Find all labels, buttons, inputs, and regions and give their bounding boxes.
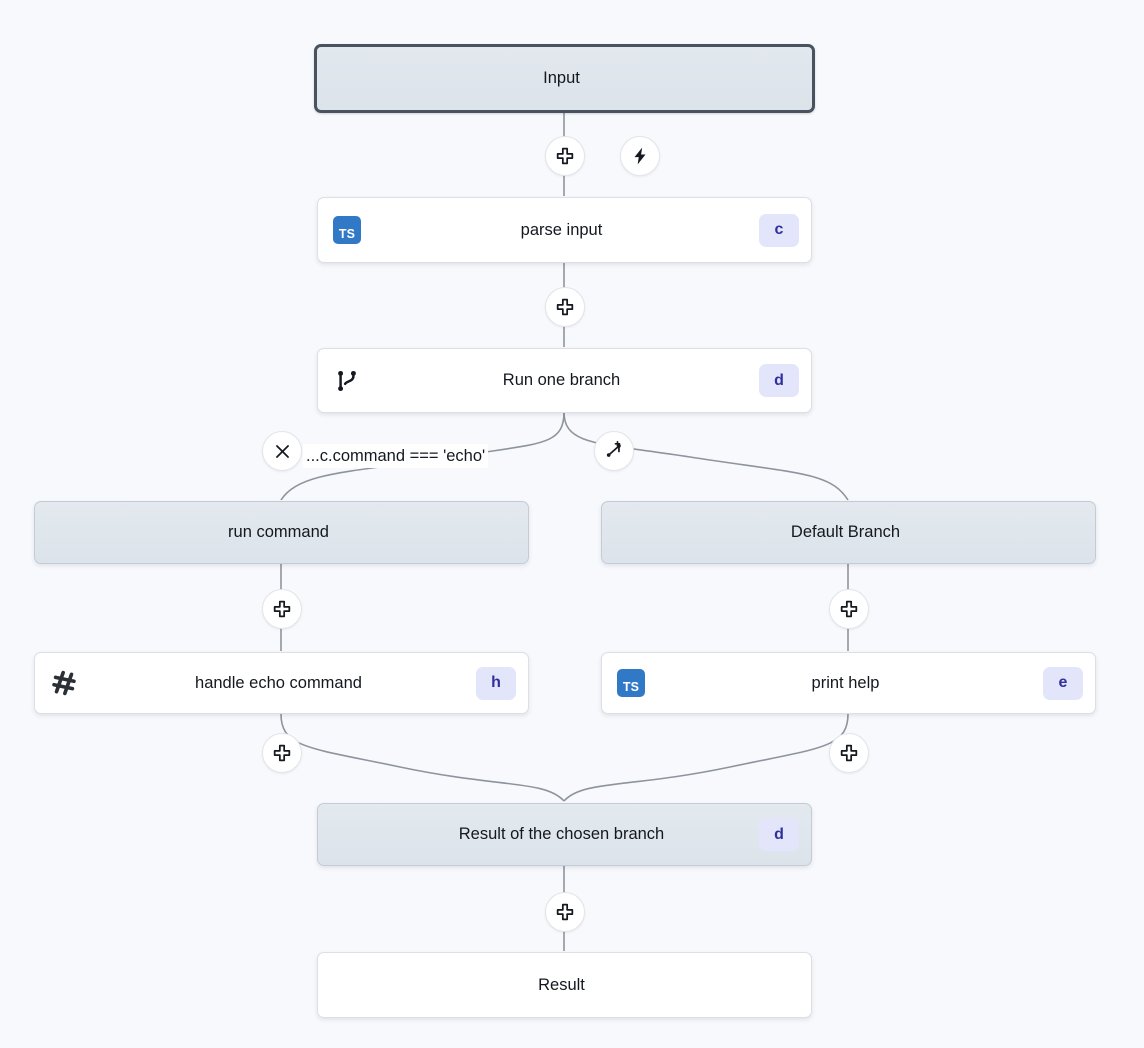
node-result-of-chosen-branch[interactable]: Result of the chosen branch d <box>317 803 812 866</box>
plus-icon <box>556 298 574 316</box>
typescript-icon: TS <box>614 666 648 700</box>
node-label: Default Branch <box>790 523 901 541</box>
lightning-bolt-icon <box>634 147 646 165</box>
edge-print-help-to-result <box>563 713 849 802</box>
node-badge[interactable]: d <box>759 364 799 397</box>
typescript-icon-glyph: TS <box>333 216 361 244</box>
node-badge[interactable]: d <box>759 818 799 851</box>
node-result[interactable]: Result <box>317 952 812 1018</box>
node-parse-input[interactable]: TS parse input c <box>317 197 812 263</box>
node-run-one-branch[interactable]: Run one branch d <box>317 348 812 413</box>
edge-handle-echo-to-result <box>280 713 565 802</box>
hash-script-icon <box>47 666 81 700</box>
node-handle-echo-command[interactable]: handle echo command h <box>34 652 529 714</box>
plus-icon <box>556 903 574 921</box>
plus-icon <box>556 147 574 165</box>
remove-branch-button[interactable] <box>262 431 302 471</box>
typescript-icon: TS <box>330 213 364 247</box>
node-badge[interactable]: h <box>476 666 516 700</box>
node-label: Result of the chosen branch <box>458 825 665 843</box>
add-step-after-parse-input-button[interactable] <box>545 287 585 327</box>
plus-icon <box>273 744 291 762</box>
add-step-after-input-button[interactable] <box>545 136 585 176</box>
add-step-after-run-command-button[interactable] <box>262 589 302 629</box>
node-badge[interactable]: c <box>759 213 799 247</box>
plus-icon <box>840 744 858 762</box>
node-default-branch[interactable]: Default Branch <box>601 501 1096 564</box>
node-label: handle echo command <box>195 673 362 692</box>
node-label: Run one branch <box>502 371 621 389</box>
add-step-after-handle-echo-button[interactable] <box>262 733 302 773</box>
add-branch-icon <box>606 441 621 457</box>
node-label: Result <box>538 975 585 994</box>
typescript-icon-glyph: TS <box>617 669 645 697</box>
node-input[interactable]: Input <box>314 44 815 113</box>
node-label: run command <box>228 523 329 541</box>
add-branch-button[interactable] <box>594 431 634 471</box>
plus-icon <box>840 600 858 618</box>
node-label: parse input <box>520 220 603 239</box>
node-run-command[interactable]: run command <box>34 501 529 564</box>
add-step-after-print-help-button[interactable] <box>829 733 869 773</box>
node-label: Input <box>543 69 580 87</box>
close-icon <box>275 444 289 458</box>
node-label: print help <box>811 673 880 692</box>
node-print-help[interactable]: TS print help e <box>601 652 1096 714</box>
trigger-bolt-button[interactable] <box>620 136 660 176</box>
node-badge[interactable]: e <box>1043 666 1083 700</box>
branch-condition-label: ...c.command === 'echo' <box>303 444 489 469</box>
add-step-after-default-branch-button[interactable] <box>829 589 869 629</box>
add-step-after-result-branch-button[interactable] <box>545 892 585 932</box>
git-branch-icon <box>330 364 364 398</box>
plus-icon <box>273 600 291 618</box>
